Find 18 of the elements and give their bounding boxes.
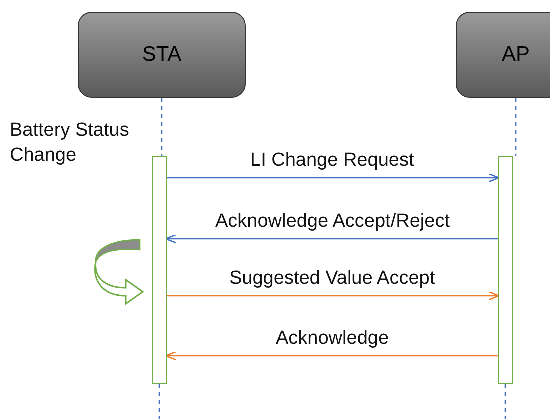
participant-box <box>456 12 550 98</box>
participant-box <box>78 12 246 98</box>
activation-bar <box>498 156 513 384</box>
activation-bar <box>152 156 167 384</box>
lifeline <box>158 384 160 419</box>
event-note: Battery Status Change <box>10 119 130 168</box>
message-label: Acknowledge <box>274 328 392 350</box>
lifeline <box>161 98 163 156</box>
participant-name: STA <box>142 43 182 67</box>
lifeline <box>515 98 517 156</box>
lifeline <box>504 384 506 419</box>
participant-name: AP <box>502 43 530 67</box>
message-arrow <box>165 234 498 244</box>
message-arrow <box>167 291 500 301</box>
message-label: Suggested Value Accept <box>228 268 438 290</box>
message-label: Acknowledge Accept/Reject <box>214 211 452 233</box>
message-arrow <box>165 351 498 361</box>
message-arrow <box>167 173 500 183</box>
